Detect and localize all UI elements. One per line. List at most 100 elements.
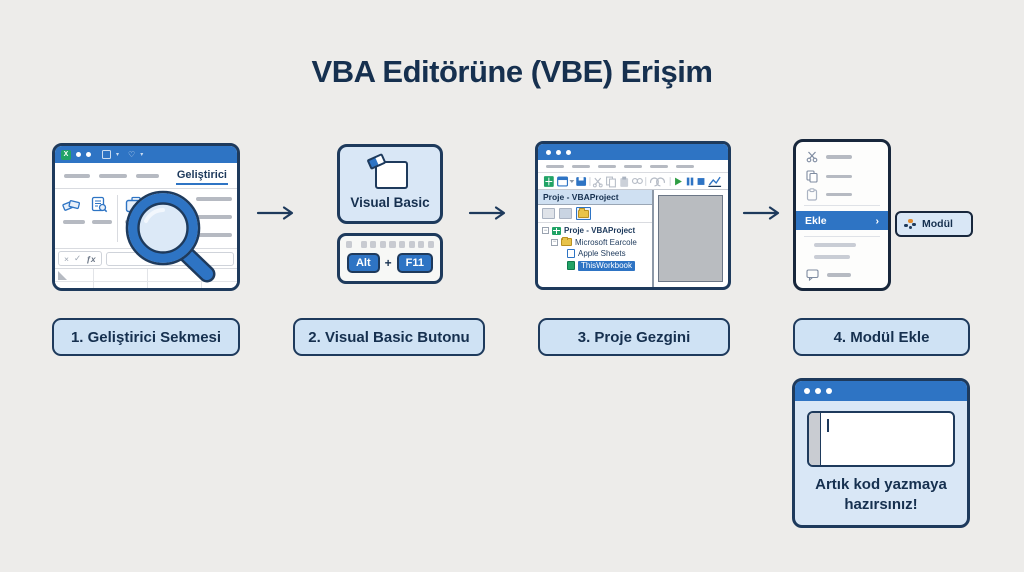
menu-item-paste[interactable] <box>806 188 852 201</box>
placeholder-line <box>196 215 232 219</box>
tree-row-thisworkbook[interactable]: ThisWorkbook <box>567 260 652 271</box>
cancel-icon[interactable]: × <box>64 253 69 264</box>
placeholder-line <box>814 243 856 247</box>
tree-row-folder[interactable]: − Microsoft Earcole <box>551 236 652 247</box>
window-dot-icon <box>804 388 810 394</box>
save-icon[interactable] <box>102 150 111 159</box>
magnifier-icon <box>125 190 216 283</box>
placeholder-line <box>196 233 232 237</box>
menu-placeholder <box>650 164 668 168</box>
menu-item-cut[interactable] <box>806 151 852 163</box>
step-label-4: 4. Modül Ekle <box>793 318 970 356</box>
submenu-item-module[interactable]: Modül <box>895 211 973 237</box>
grid-line <box>147 269 148 288</box>
folder-icon <box>561 236 572 246</box>
menu-divider <box>804 205 880 206</box>
step-label-3: 3. Proje Gezgini <box>538 318 730 356</box>
chevron-down-icon[interactable]: ▾ <box>116 151 120 158</box>
f11-key: F11 <box>396 253 434 274</box>
vbe-code-area[interactable] <box>658 195 723 282</box>
step-label-1: 1. Geliştirici Sekmesi <box>52 318 240 356</box>
record-macro-icon[interactable] <box>91 196 108 213</box>
accept-icon[interactable]: ✓ <box>73 253 82 263</box>
macros-icon[interactable] <box>62 198 81 213</box>
menu-item-placeholder[interactable] <box>814 255 850 259</box>
tree-label-folder: Microsoft Earcole <box>575 237 637 247</box>
plus-sign: + <box>384 256 392 271</box>
keyboard-top-row <box>346 241 434 248</box>
visual-basic-button[interactable]: Visual Basic <box>337 144 443 224</box>
tree-label-thisworkbook: ThisWorkbook <box>578 260 635 271</box>
tree-expander-icon[interactable]: − <box>551 238 558 246</box>
code-editor[interactable] <box>807 411 955 467</box>
window-dot-icon <box>826 388 832 394</box>
key-icon <box>427 241 434 248</box>
key-icon <box>379 241 386 248</box>
tree-expander-icon[interactable]: − <box>542 227 549 234</box>
text-cursor <box>827 419 829 432</box>
menu-placeholder <box>676 164 694 168</box>
tree-row-sheet[interactable]: Apple Sheets <box>567 249 652 258</box>
arrow-right-icon <box>468 206 506 220</box>
sheet-icon <box>567 249 575 258</box>
project-explorer-buttons <box>538 205 652 223</box>
placeholder-line <box>826 174 852 179</box>
key-icon <box>408 241 415 248</box>
menu-item-copy[interactable] <box>806 170 852 183</box>
project-explorer-pane: Proje - VBAProject − Proje - VBAProject … <box>538 190 654 287</box>
tab-developer[interactable]: Geliştirici <box>175 167 228 185</box>
step-label-2: 2. Visual Basic Butonu <box>293 318 485 356</box>
excel-window: X ▾ ♡ ▾ Geliştirici <box>52 143 240 291</box>
placeholder-line <box>826 155 852 159</box>
visual-basic-icon <box>366 153 410 190</box>
menu-item-placeholder[interactable] <box>814 243 856 247</box>
ribbon-divider <box>117 195 118 242</box>
menu-item-insert[interactable]: Ekle › <box>796 211 888 230</box>
vbe-toolbar[interactable] <box>538 173 728 190</box>
page-title: VBA Editörüne (VBE) Erişim <box>311 54 713 89</box>
ready-titlebar <box>795 381 967 401</box>
chevron-down-icon[interactable]: ▾ <box>140 151 144 158</box>
vbe-menubar <box>538 160 728 173</box>
view-object-button[interactable] <box>559 208 572 219</box>
editor-gutter <box>809 413 821 465</box>
menu-item-properties[interactable] <box>806 269 851 281</box>
context-menu: Ekle › <box>793 139 891 291</box>
vbe-window: Proje - VBAProject − Proje - VBAProject … <box>535 141 731 290</box>
heart-icon[interactable]: ♡ <box>128 149 136 159</box>
window-dot-icon <box>546 149 551 155</box>
project-tree: − Proje - VBAProject − Microsoft Earcole… <box>538 223 652 287</box>
select-all-corner[interactable] <box>58 271 67 280</box>
toggle-folders-button[interactable] <box>576 207 591 220</box>
insert-function-icon[interactable]: ƒx <box>86 253 96 264</box>
key-icon <box>389 241 396 248</box>
view-code-button[interactable] <box>542 208 555 219</box>
arrow-right-icon <box>256 206 294 220</box>
window-dot-icon <box>76 152 81 157</box>
window-dot-icon <box>86 152 91 157</box>
formula-buttons: × ✓ ƒx <box>58 251 102 266</box>
tree-label-sheet: Apple Sheets <box>578 249 626 258</box>
placeholder-line <box>814 255 850 259</box>
menu-divider <box>804 236 880 237</box>
toolbar-icons <box>543 175 722 187</box>
window-dot-icon <box>815 388 821 394</box>
excel-titlebar: X ▾ ♡ ▾ <box>55 146 237 163</box>
key-icon <box>370 241 377 248</box>
folder-icon <box>578 208 589 218</box>
tree-row-project[interactable]: − Proje - VBAProject <box>542 226 652 235</box>
placeholder-line <box>196 197 232 201</box>
grid-line <box>55 281 237 282</box>
menu-placeholder <box>572 164 590 168</box>
key-icon <box>346 241 353 248</box>
copy-icon <box>806 170 818 183</box>
ready-message: Artık kod yazmaya hazırsınız! <box>815 476 947 513</box>
submenu-arrow-icon: › <box>875 214 880 227</box>
menu-placeholder <box>624 164 642 168</box>
menu-placeholder <box>598 164 616 168</box>
paste-icon <box>806 188 818 201</box>
menu-placeholder <box>546 164 564 168</box>
keyboard-shortcut-box: Alt + F11 <box>337 233 443 284</box>
alt-key: Alt <box>346 253 380 274</box>
window-dot-icon <box>566 149 571 155</box>
